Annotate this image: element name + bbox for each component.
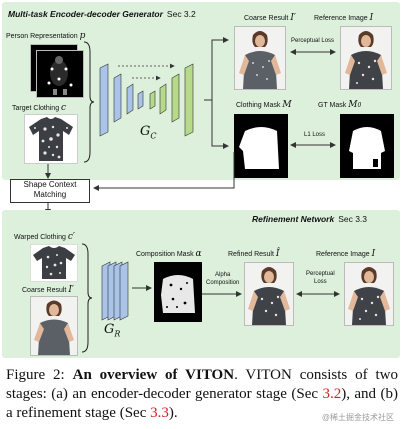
target-clothing-label: Target Clothing c [12,103,67,113]
coarse-result-label: Coarse Result I′ [244,13,296,23]
coarse-result-input-label: Coarse Result I′ [22,285,74,295]
generator-gc-diagram [99,63,194,137]
perceptual-loss-label-bottom: Perceptual Loss [306,271,335,285]
alpha-composition-label: Alpha Composition [206,272,240,286]
shape-context-matching-box: Shape Context Matching [10,179,90,203]
coarse-result-image [234,26,286,90]
reference-image-bottom [344,262,394,326]
watermark: @稀土掘金技术社区 [321,413,394,422]
gr-to-mask-arrow [132,285,152,291]
caption-prefix: Figure 2: [6,367,73,383]
gt-mask-image [340,114,394,178]
perceptual-loss-arrow-top [290,49,336,55]
reference-image-label-bottom: Reference Image I [316,249,376,259]
l1-loss-label: L1 Loss [304,132,326,138]
output-bracket [204,37,229,149]
l1-loss-arrow [290,142,336,148]
input-bracket [83,41,94,163]
caption-ref-sec-3-3[interactable]: 3.3 [150,405,169,421]
coarse-result-input-image [30,296,78,356]
composition-mask-image [154,262,202,322]
figure-caption: Figure 2: An overview of VITON. VITON co… [6,366,398,423]
generator-gr-diagram [101,261,129,321]
reference-image-label-top: Reference Image I [314,13,374,23]
generator-gr-symbol: GR [104,322,121,339]
refinement-input-bracket [81,243,92,353]
warped-clothing-image [30,244,78,282]
perceptual-loss-label-top: Perceptual Loss [291,38,335,44]
composition-mask-label: Composition Mask α [136,249,202,259]
mask-to-matching-line [93,152,235,191]
caption-text-2: ), and (b) a refinement stage (Sec [6,386,398,421]
gt-mask-label: GT Mask M0 [318,100,362,110]
caption-text-1: . VITON consists of two stages: (a) an e… [6,367,398,402]
person-representation-label: Person Representation p [6,31,86,41]
generator-gc-symbol: GC [140,124,157,141]
caption-bold: An overview of VITON [72,367,235,383]
alpha-composition-arrow [202,291,242,297]
caption-ref-sec-3-2[interactable]: 3.2 [322,386,342,402]
target-clothing-image [24,114,78,164]
caption-text-3: ). [168,405,178,421]
clothing-mask-label: Clothing Mask M [236,100,292,110]
person-representation-stack [36,50,84,98]
refined-result-label: Refined Result Î [228,249,280,259]
perceptual-loss-arrow-bottom [296,291,340,297]
reference-image-top [340,26,392,90]
warped-clothing-label: Warped Clothing c′ [14,232,75,242]
refined-result-image [244,262,294,326]
clothing-mask-image [234,114,288,178]
